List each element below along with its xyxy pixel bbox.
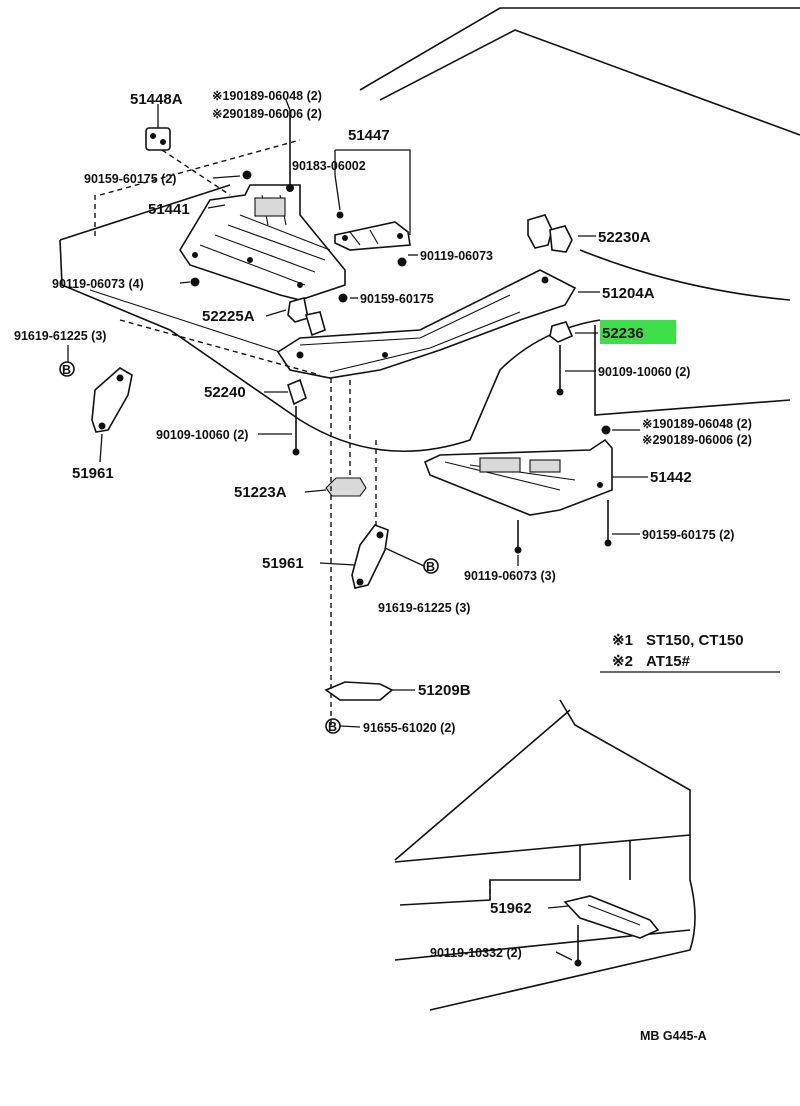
part-51204A-crossmember	[276, 269, 577, 379]
part-52230A-mount	[527, 214, 573, 253]
diagram-code: MB G445-A	[640, 1029, 707, 1043]
label-51209B: 51209B	[418, 682, 471, 699]
label-90119-06073-a: 90119-06073	[420, 249, 493, 263]
label-90119-06073-c: 90119-06073 (3)	[464, 569, 556, 583]
label-91619-61225-b: 91619-61225 (3)	[378, 601, 470, 615]
legend-text-2: AT15#	[646, 653, 691, 670]
svg-text:B: B	[62, 363, 71, 377]
label-52240: 52240	[204, 384, 246, 401]
part-51447-bracket	[334, 221, 411, 251]
label-91655-61020: 91655-61020 (2)	[363, 721, 455, 735]
part-51448A-clip	[145, 127, 171, 151]
label-90189-06006-b: ※290189-06006 (2)	[642, 433, 752, 447]
part-51441-under-cover	[179, 184, 346, 301]
label-91619-61225-a: 91619-61225 (3)	[14, 329, 106, 343]
legend: ※1 ST150, CT150 ※2 AT15#	[612, 632, 744, 670]
label-90159-60175-a: 90159-60175 (2)	[84, 172, 176, 186]
part-51961-bracket-left	[91, 367, 133, 433]
leader-lines	[67, 99, 780, 961]
label-51204A: 51204A	[602, 285, 655, 302]
label-52236: 52236	[602, 325, 644, 342]
label-52225A: 52225A	[202, 308, 255, 325]
part-51962-plate	[563, 895, 660, 939]
label-51441: 51441	[148, 201, 190, 218]
label-51961-b: 51961	[262, 555, 304, 572]
label-90159-60175-c: 90159-60175 (2)	[642, 528, 734, 542]
part-51223A-plate	[325, 477, 367, 497]
label-90189-06048-a: ※190189-06048 (2)	[212, 89, 322, 103]
assembly-lines	[94, 139, 491, 900]
label-51961-a: 51961	[72, 465, 114, 482]
part-51442-under-cover	[423, 438, 613, 516]
part-52236-cushion	[549, 321, 574, 343]
legend-text-1: ST150, CT150	[646, 632, 744, 649]
label-90119-06073-b: 90119-06073 (4)	[52, 277, 144, 291]
part-51209B-plate	[324, 681, 394, 701]
label-90189-06006-a: ※290189-06006 (2)	[212, 107, 322, 121]
legend-mark-1: ※1	[612, 632, 633, 649]
vehicle-body-outline-rear	[394, 699, 696, 1011]
callout-labels: 51448A ※190189-06048 (2) ※290189-06006 (…	[14, 89, 752, 960]
legend-mark-2: ※2	[612, 653, 633, 670]
label-90189-06048-b: ※190189-06048 (2)	[642, 417, 752, 431]
highlight-52236	[600, 320, 676, 344]
label-51962: 51962	[490, 900, 532, 917]
svg-text:B: B	[328, 720, 337, 734]
label-90109-10060-a: 90109-10060 (2)	[598, 365, 690, 379]
label-51448A: 51448A	[130, 91, 183, 108]
vehicle-body-outline-upper	[59, 7, 800, 453]
label-51223A: 51223A	[234, 484, 287, 501]
label-51442: 51442	[650, 469, 692, 486]
part-52240-stopper	[287, 378, 307, 406]
part-52225A-mount	[287, 296, 326, 337]
label-52230A: 52230A	[598, 229, 651, 246]
label-90183-06002: 90183-06002	[292, 159, 366, 173]
svg-text:B: B	[426, 560, 435, 574]
label-51447: 51447	[348, 127, 390, 144]
bolt-set	[190, 110, 612, 967]
label-90159-60175-b: 90159-60175	[360, 292, 434, 306]
label-90109-10060-b: 90109-10060 (2)	[156, 428, 248, 442]
part-51961-bracket-center	[351, 524, 389, 589]
label-90119-10332: 90119-10332 (2)	[430, 946, 522, 960]
